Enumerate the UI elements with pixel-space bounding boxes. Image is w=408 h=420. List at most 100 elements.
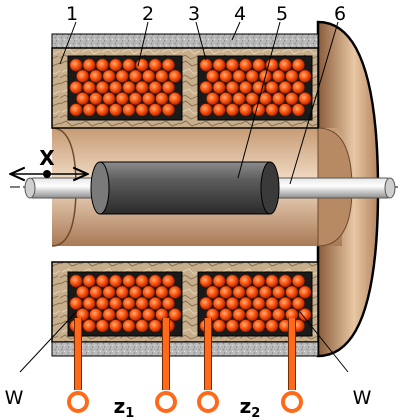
part-label-1: 1 [66, 3, 78, 25]
coil-label-z2-sub: 2 [251, 406, 260, 420]
wire-turn [265, 319, 279, 333]
wire-turn [135, 80, 149, 94]
coil-label-z1: z1 [114, 394, 135, 420]
wire-turn [122, 296, 136, 310]
wire-turn [212, 274, 226, 288]
wire-turn [115, 92, 129, 106]
wire-turn [89, 69, 103, 83]
wire-turn [95, 296, 109, 310]
wire-turn [122, 103, 136, 117]
wire-turn [199, 80, 213, 94]
coil-windings [69, 58, 312, 333]
wire-turn [95, 319, 109, 333]
wire-turn [298, 285, 312, 299]
wire-turn [285, 69, 299, 83]
wire-turn [252, 274, 266, 288]
coil-label-z2-main: z [240, 394, 252, 418]
axis-label-x: X [39, 146, 55, 170]
wire-turn [161, 296, 175, 310]
terminal-1 [67, 391, 89, 413]
wire-turn [161, 80, 175, 94]
wire-turn [291, 274, 305, 288]
wire-turn [95, 274, 109, 288]
wire-turn [265, 274, 279, 288]
wire-turn [89, 92, 103, 106]
wire-turn [135, 274, 149, 288]
wire-turn [265, 296, 279, 310]
wire-turn [168, 92, 182, 106]
terminal-4 [281, 391, 303, 413]
wire-turn [76, 92, 90, 106]
wire-turn [155, 92, 169, 106]
wire-turn [291, 58, 305, 72]
wire-turn [206, 285, 220, 299]
displacement-point [43, 170, 51, 178]
wire-turn [115, 285, 129, 299]
wire-turn [168, 285, 182, 299]
leader-lines [19, 21, 349, 373]
wire-turn [219, 285, 233, 299]
wire-turn [122, 58, 136, 72]
wire-turn [76, 308, 90, 322]
wire-turn [212, 103, 226, 117]
wire-turn [199, 296, 213, 310]
terminal-2 [155, 391, 177, 413]
wire-turn [232, 308, 246, 322]
wire-turn [272, 308, 286, 322]
wire-turn [148, 274, 162, 288]
wire-turn [278, 296, 292, 310]
wire-turn [102, 285, 116, 299]
wire-turn [128, 92, 142, 106]
wire-turn [142, 285, 156, 299]
terminal-3 [197, 391, 219, 413]
wire-turn [278, 274, 292, 288]
wire-turn [291, 80, 305, 94]
wire-turn [265, 103, 279, 117]
wire-turn [298, 69, 312, 83]
wire-turn [252, 296, 266, 310]
wire-turn [95, 103, 109, 117]
wire-turn [239, 319, 253, 333]
wire-turn [128, 308, 142, 322]
part-label-2: 2 [142, 3, 154, 25]
wire-turn [142, 308, 156, 322]
wire-turn [232, 285, 246, 299]
wire-turn [168, 69, 182, 83]
wire-turn [109, 296, 123, 310]
wire-turn [102, 92, 116, 106]
wire-turn [109, 58, 123, 72]
wire-turn [69, 80, 83, 94]
wire-turn [95, 58, 109, 72]
wire-turn [82, 296, 96, 310]
wire-turn [109, 103, 123, 117]
part-label-5: 5 [276, 3, 288, 25]
wire-turn [278, 58, 292, 72]
wire-turn [89, 285, 103, 299]
wire-turn [76, 285, 90, 299]
movable-core [90, 161, 280, 215]
wire-turn [122, 319, 136, 333]
part-label-3: 3 [188, 3, 200, 25]
wire-turn [272, 92, 286, 106]
wire-turn [225, 80, 239, 94]
wire-turn [148, 80, 162, 94]
wire-turn [161, 103, 175, 117]
wire-turn [225, 103, 239, 117]
wire-turn [115, 69, 129, 83]
wire-turn [155, 69, 169, 83]
wire-turn [239, 274, 253, 288]
wire-turn [298, 308, 312, 322]
wire-turn [135, 296, 149, 310]
wire-turn [252, 103, 266, 117]
wire-turn [95, 80, 109, 94]
wire-turn [212, 58, 226, 72]
wire-turn [82, 274, 96, 288]
wire-turn [291, 103, 305, 117]
wire-turn [109, 80, 123, 94]
wire-turn [142, 69, 156, 83]
wire-turn [225, 58, 239, 72]
wire-turn [225, 296, 239, 310]
terminals [67, 391, 303, 413]
wire-turn [219, 308, 233, 322]
